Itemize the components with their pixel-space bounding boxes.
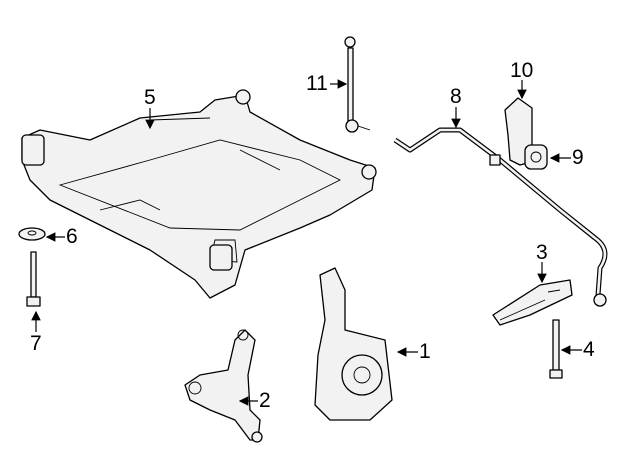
- engine-cradle-part[interactable]: [21, 89, 377, 299]
- washer-part[interactable]: [18, 227, 46, 241]
- bolt-part[interactable]: [549, 319, 563, 379]
- support-bracket-part[interactable]: [492, 279, 573, 326]
- callout-6[interactable]: 6: [66, 225, 78, 248]
- stabilizer-link-part[interactable]: [344, 36, 371, 133]
- cradle-bolt-part[interactable]: [26, 251, 41, 307]
- callout-8[interactable]: 8: [450, 85, 462, 108]
- callout-10[interactable]: 10: [510, 59, 534, 82]
- steering-knuckle-part[interactable]: [314, 267, 393, 421]
- callout-1[interactable]: 1: [419, 340, 431, 363]
- callout-5[interactable]: 5: [144, 86, 156, 109]
- callout-9[interactable]: 9: [572, 146, 584, 169]
- stabilizer-bar-part[interactable]: [393, 127, 608, 307]
- bushing-part[interactable]: [524, 144, 548, 170]
- callout-7[interactable]: 7: [30, 332, 42, 355]
- callout-3[interactable]: 3: [536, 241, 548, 264]
- lower-control-arm-part[interactable]: [184, 329, 263, 443]
- callout-4[interactable]: 4: [583, 338, 595, 361]
- callout-2[interactable]: 2: [259, 389, 271, 412]
- callout-11[interactable]: 11: [306, 72, 328, 95]
